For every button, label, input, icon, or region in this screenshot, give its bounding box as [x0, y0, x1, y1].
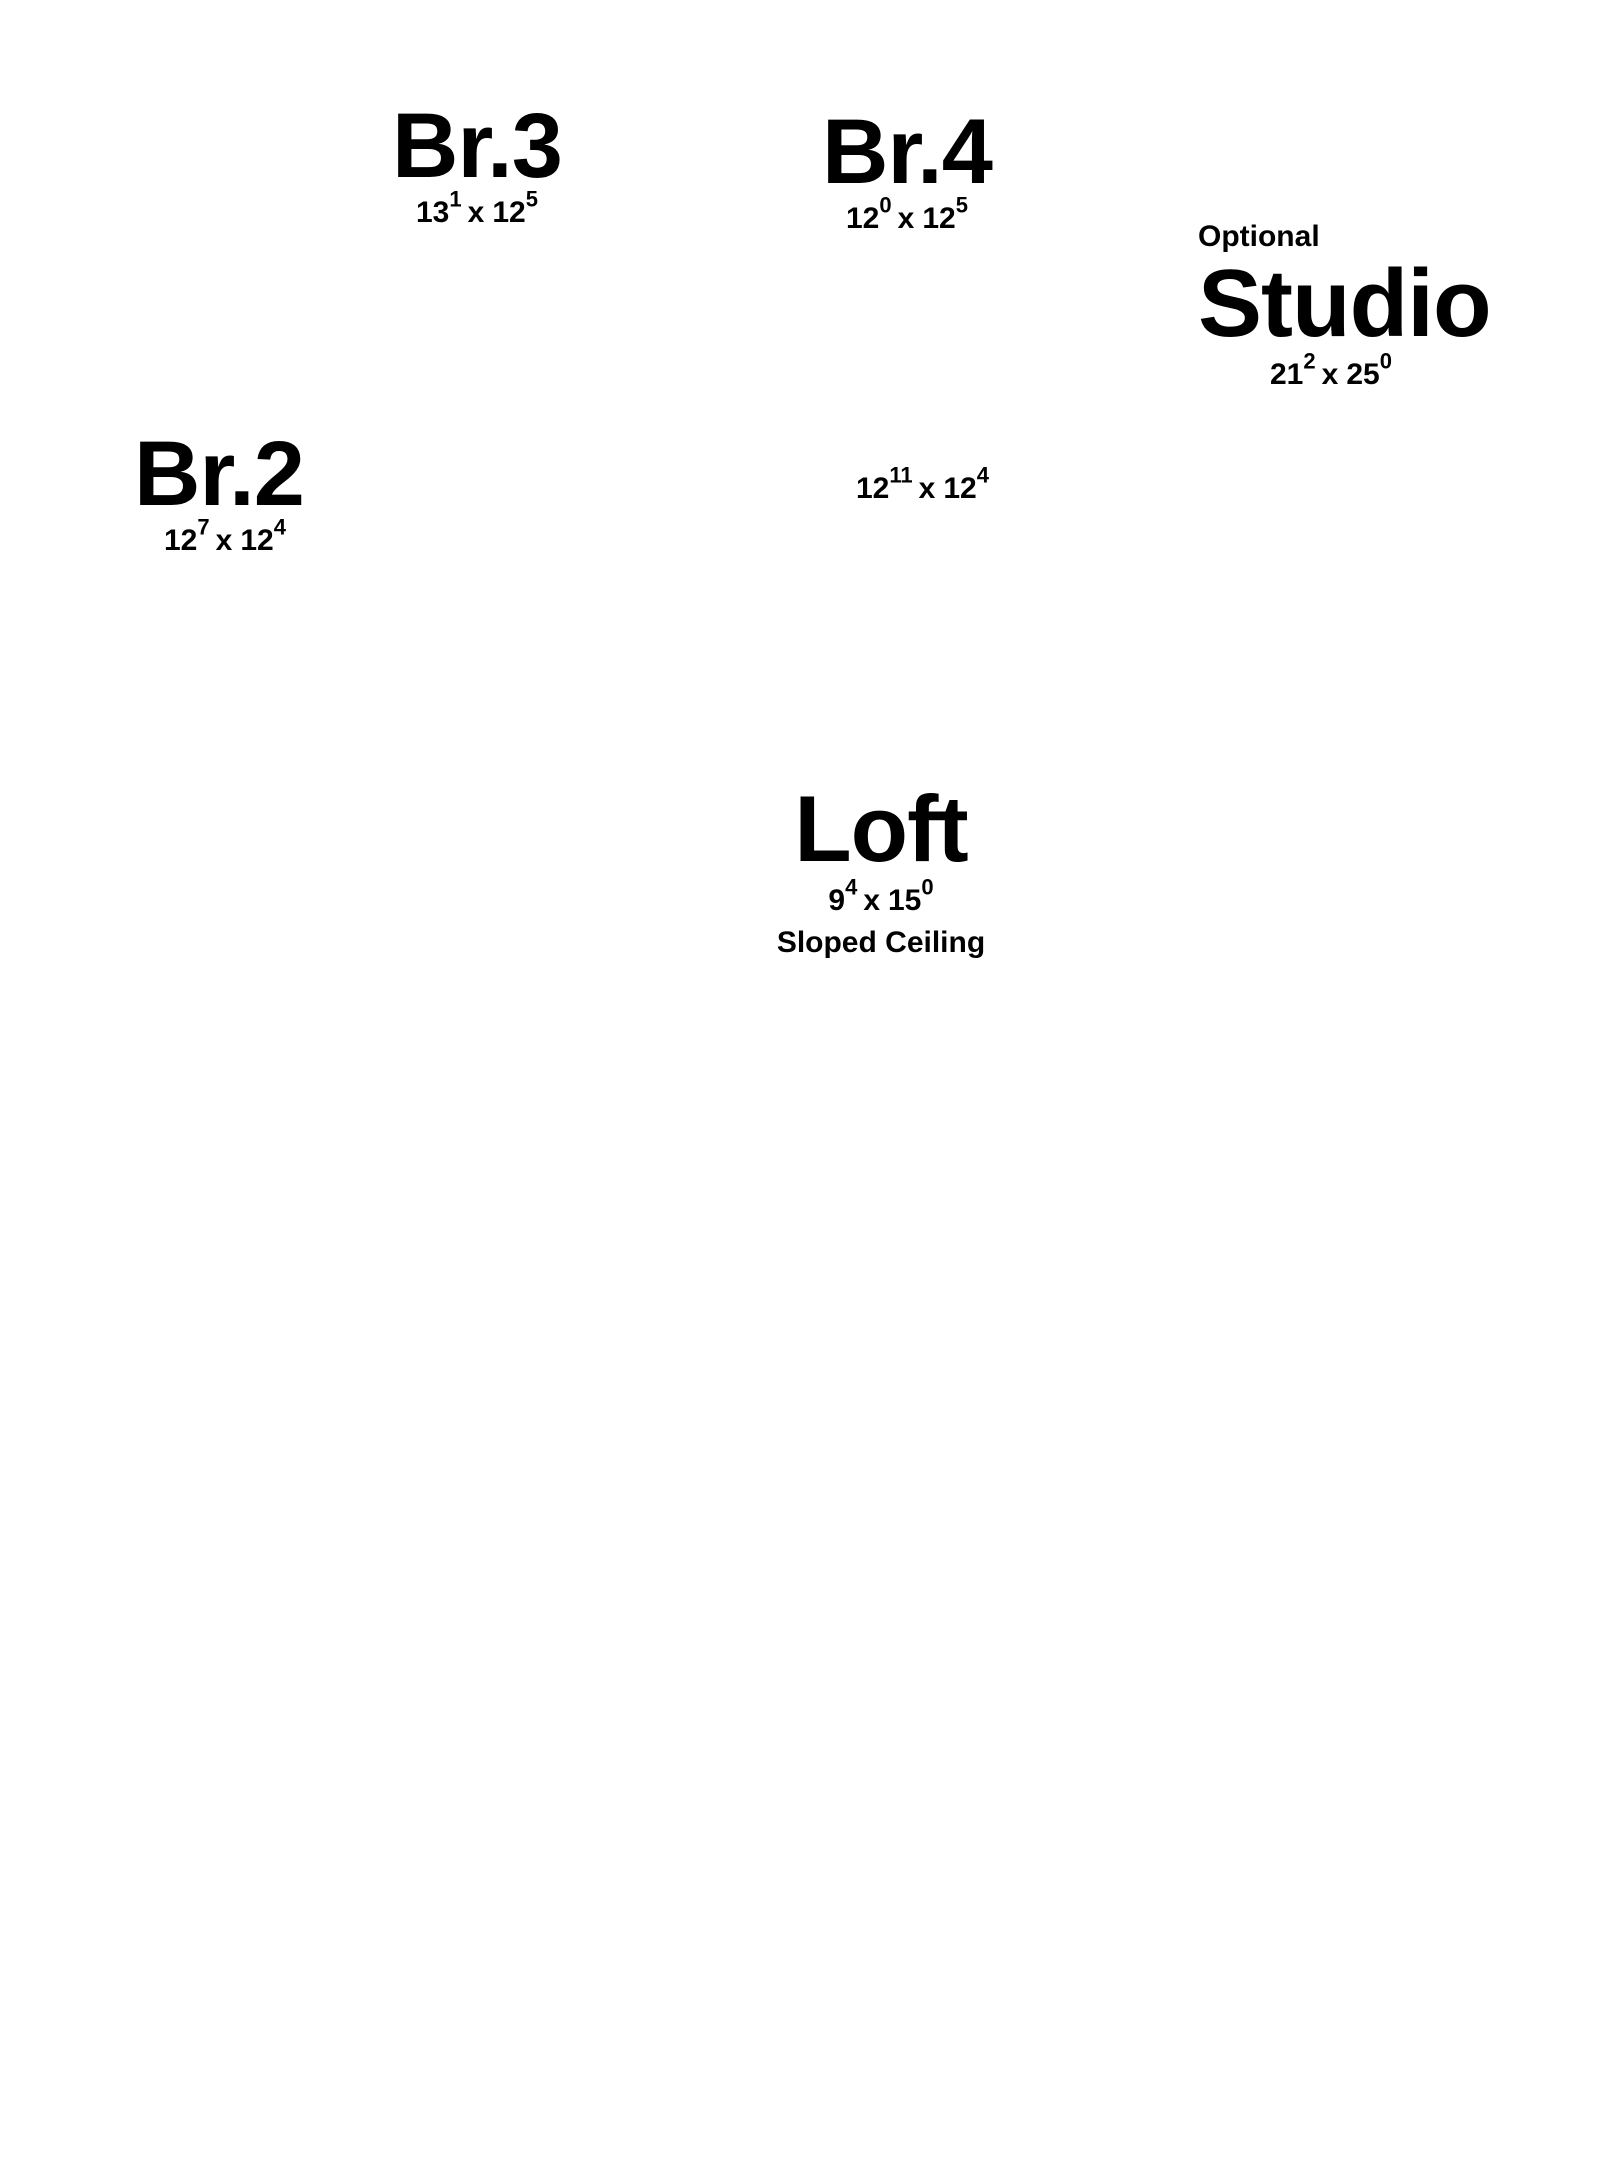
dimension-separator: x	[215, 524, 233, 557]
room-name: Br.4	[822, 101, 993, 203]
width-inches: 11	[889, 462, 913, 488]
length-inches: 5	[955, 192, 968, 218]
length-inches: 4	[273, 514, 286, 540]
width-feet: 21	[1270, 358, 1304, 391]
length-inches: 0	[1379, 348, 1392, 374]
width-inches: 7	[197, 514, 210, 540]
length-feet: 25	[1346, 358, 1380, 391]
room-name: Br.3	[392, 95, 563, 197]
room-name: Br.2	[134, 423, 305, 525]
length-inches: 4	[976, 462, 989, 488]
width-feet: 12	[164, 524, 198, 557]
length-feet: 15	[888, 884, 922, 917]
width-inches: 1	[449, 186, 462, 212]
dimension-separator: x	[918, 472, 936, 505]
width-feet: 12	[856, 472, 890, 505]
length-feet: 12	[922, 202, 956, 235]
width-feet: 13	[416, 196, 450, 229]
length-inches: 0	[921, 874, 934, 900]
ceiling-note: Sloped Ceiling	[776, 926, 986, 959]
width-feet: 9	[828, 884, 846, 917]
room-name: Loft	[794, 776, 968, 881]
room-name: Studio	[1198, 250, 1492, 357]
dimension-separator: x	[467, 196, 485, 229]
length-feet: 12	[943, 472, 977, 505]
optional-label: Optional	[1198, 220, 1320, 253]
width-inches: 2	[1303, 348, 1316, 374]
dimension-separator: x	[897, 202, 915, 235]
length-inches: 5	[525, 186, 538, 212]
width-inches: 4	[845, 874, 858, 900]
dimension-separator: x	[1321, 358, 1339, 391]
width-feet: 12	[846, 202, 880, 235]
width-inches: 0	[879, 192, 892, 218]
length-feet: 12	[492, 196, 526, 229]
length-feet: 12	[240, 524, 274, 557]
dimension-separator: x	[863, 884, 880, 917]
